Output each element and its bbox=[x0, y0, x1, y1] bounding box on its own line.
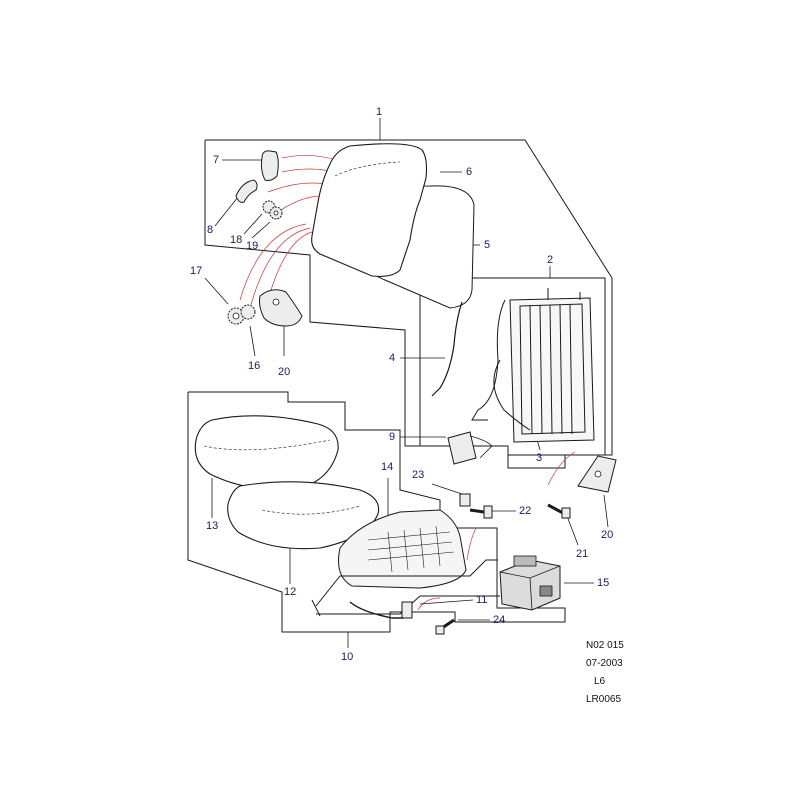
callout-21: 21 bbox=[576, 548, 589, 560]
callout-13: 13 bbox=[206, 520, 219, 532]
callout-8: 8 bbox=[207, 224, 214, 236]
seat-rails bbox=[311, 559, 500, 619]
alignment-curves bbox=[239, 155, 576, 611]
callout-4: 4 bbox=[389, 352, 396, 364]
assembly-2-outline bbox=[419, 277, 606, 456]
callout-15: 15 bbox=[597, 577, 610, 589]
callout-22: 22 bbox=[519, 505, 532, 517]
callout-14: 14 bbox=[381, 461, 394, 473]
backrest-cover bbox=[311, 143, 428, 277]
assembly-10-outline bbox=[187, 391, 566, 633]
callout-18: 18 bbox=[230, 234, 243, 246]
callout-20-left: 20 bbox=[278, 366, 291, 378]
callout-1: 1 bbox=[376, 106, 383, 118]
seat-back-frame bbox=[471, 288, 595, 443]
seat-motor bbox=[499, 555, 561, 611]
seat-cushion-cover bbox=[194, 415, 339, 490]
callout-3: 3 bbox=[536, 452, 543, 464]
bolt-21 bbox=[547, 503, 571, 519]
callout-20-right: 20 bbox=[601, 529, 614, 541]
gear-set-16-17 bbox=[227, 304, 256, 325]
callout-6: 6 bbox=[466, 166, 473, 178]
bolt-24 bbox=[435, 618, 455, 635]
seat-pan bbox=[338, 509, 467, 589]
callout-19: 19 bbox=[246, 240, 259, 252]
reference-number: LR0065 bbox=[586, 694, 622, 705]
callout-17: 17 bbox=[190, 265, 203, 277]
lumbar-pad bbox=[447, 431, 477, 465]
callout-7: 7 bbox=[213, 154, 220, 166]
reference-code: N02 015 bbox=[586, 640, 624, 651]
recliner-cover-left bbox=[259, 289, 303, 327]
callout-16: 16 bbox=[248, 360, 261, 372]
reference-level: L6 bbox=[594, 676, 606, 687]
release-cable bbox=[431, 301, 463, 397]
callout-9: 9 bbox=[389, 431, 396, 443]
callout-2: 2 bbox=[547, 254, 554, 266]
seat-cushion-foam bbox=[227, 481, 380, 550]
gear-set-18-19 bbox=[262, 200, 283, 220]
callout-23: 23 bbox=[412, 469, 425, 481]
callout-5: 5 bbox=[484, 239, 491, 251]
leader-lines bbox=[204, 118, 609, 648]
callout-12: 12 bbox=[284, 586, 297, 598]
callout-24: 24 bbox=[493, 614, 506, 626]
headrest-guide bbox=[260, 150, 279, 181]
assembly-1-outline bbox=[204, 139, 613, 469]
callout-10: 10 bbox=[341, 651, 354, 663]
callout-11: 11 bbox=[476, 594, 488, 606]
reference-date: 07-2003 bbox=[586, 658, 623, 669]
bushing-22-23 bbox=[459, 493, 493, 519]
recline-lever bbox=[235, 179, 258, 203]
